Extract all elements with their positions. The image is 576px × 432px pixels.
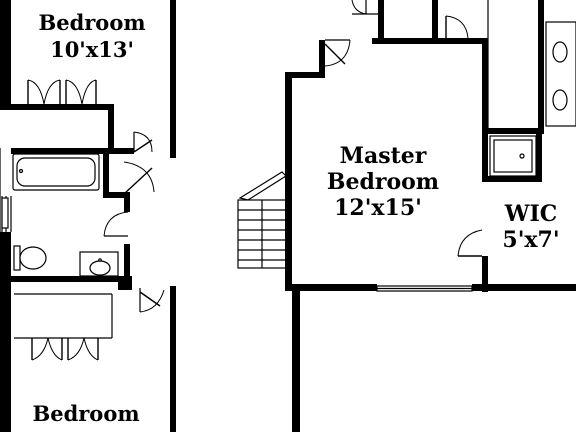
master-walls xyxy=(285,0,576,432)
bedroom-top-east-wall xyxy=(170,0,176,158)
corner-post xyxy=(118,276,132,290)
wic-name: WIC xyxy=(504,201,558,227)
bedroom-bottom-top-wall xyxy=(0,276,124,282)
bedroom-bottom-door xyxy=(139,288,165,313)
closet-doors-top xyxy=(27,79,97,105)
wic-top-wall xyxy=(482,176,542,182)
wic-east-wall xyxy=(536,130,542,182)
master-bottom-wall-right xyxy=(472,284,576,291)
master-bottom-wall-left xyxy=(285,284,377,291)
left-wing-thin-lines xyxy=(0,148,113,339)
bath-top-wall xyxy=(11,148,134,154)
bedroom-bottom-east-wall xyxy=(170,286,176,432)
closet-top-left xyxy=(378,0,384,44)
hall-wall-vertical-b xyxy=(124,198,130,212)
master-thin-lines xyxy=(376,0,489,292)
closet-partition xyxy=(108,104,114,150)
west-exterior-wall xyxy=(0,0,11,110)
wic-size: 5'x7' xyxy=(502,227,559,253)
master-name-line1: Master xyxy=(340,143,427,169)
stairs xyxy=(237,171,287,269)
toilet-tank xyxy=(13,245,21,271)
bath-bottom-wall xyxy=(488,128,544,134)
window-left xyxy=(1,197,9,229)
master-size: 12'x15' xyxy=(334,195,422,221)
bathroom-fixtures xyxy=(12,153,119,277)
hall-door xyxy=(103,211,129,237)
wic-west-wall-lower xyxy=(482,256,488,292)
master-top-step-a xyxy=(285,72,325,78)
wic-door xyxy=(457,229,483,257)
sink xyxy=(89,260,111,276)
closet-top-door xyxy=(351,0,378,15)
master-top-wall xyxy=(372,38,482,44)
master-bath-fixtures xyxy=(489,21,576,177)
sink-2 xyxy=(552,89,568,111)
master-east-wall xyxy=(482,38,488,182)
lower-west-wall xyxy=(292,291,300,432)
sink-1 xyxy=(552,41,568,63)
left-wing-walls xyxy=(0,0,176,432)
bedroom-top-name: Bedroom xyxy=(38,10,145,35)
master-west-wall xyxy=(285,72,292,290)
hall-wall-vertical-c xyxy=(124,244,130,282)
bedroom-top-size: 10'x13' xyxy=(50,37,134,62)
closet-top-right xyxy=(432,0,438,44)
room-labels: Bedroom 10'x13' Master Bedroom 12'x15' W… xyxy=(32,10,559,426)
bedroom-bottom-name: Bedroom xyxy=(32,401,139,426)
master-name-line2: Bedroom xyxy=(327,169,439,195)
bedroom-top-door xyxy=(133,131,153,153)
bath-door-master xyxy=(445,15,469,39)
west-exterior-wall-lower xyxy=(0,232,11,432)
toilet-bowl xyxy=(19,246,47,270)
bath-door xyxy=(123,161,155,195)
hall-wall-vertical-a xyxy=(103,150,109,198)
master-top-step-b xyxy=(319,40,325,78)
closet-top-wall xyxy=(11,104,112,110)
closet-doors-bottom xyxy=(31,337,99,361)
hall-wall-horizontal-a xyxy=(103,192,130,198)
bath-east-wall xyxy=(538,0,544,132)
master-entry-door xyxy=(324,39,351,67)
